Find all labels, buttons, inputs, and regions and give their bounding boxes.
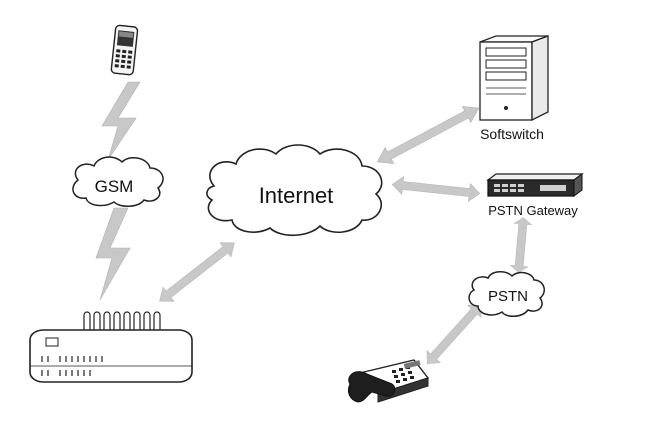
softswitch-label: Softswitch: [480, 126, 544, 142]
gsm-cloud: [72, 156, 164, 207]
arrow-pstn-phone-icon: [420, 297, 488, 371]
mobile-phone-icon: [110, 24, 139, 76]
pstn-gateway-label: PSTN Gateway: [488, 203, 578, 218]
arrow-gateway-internet-icon: [153, 235, 241, 309]
arrow-internet-softswitch-icon: [372, 99, 484, 171]
desk-telephone-icon: [347, 359, 430, 403]
server-tower-icon: [479, 35, 549, 122]
gsm-label: GSM: [95, 177, 134, 196]
pstn-label: PSTN: [488, 288, 528, 305]
pstn-cloud: [468, 271, 545, 317]
arrow-pstngateway-pstn-icon: [509, 216, 533, 274]
arrow-internet-pstngateway-icon: [391, 175, 481, 203]
internet-label: Internet: [259, 183, 334, 208]
internet-cloud: [206, 144, 383, 237]
gsm-gateway-device-icon: [29, 311, 193, 383]
lightning-icon: [101, 81, 141, 161]
rack-gateway-icon: [486, 173, 584, 197]
lightning-icon: [95, 207, 131, 301]
